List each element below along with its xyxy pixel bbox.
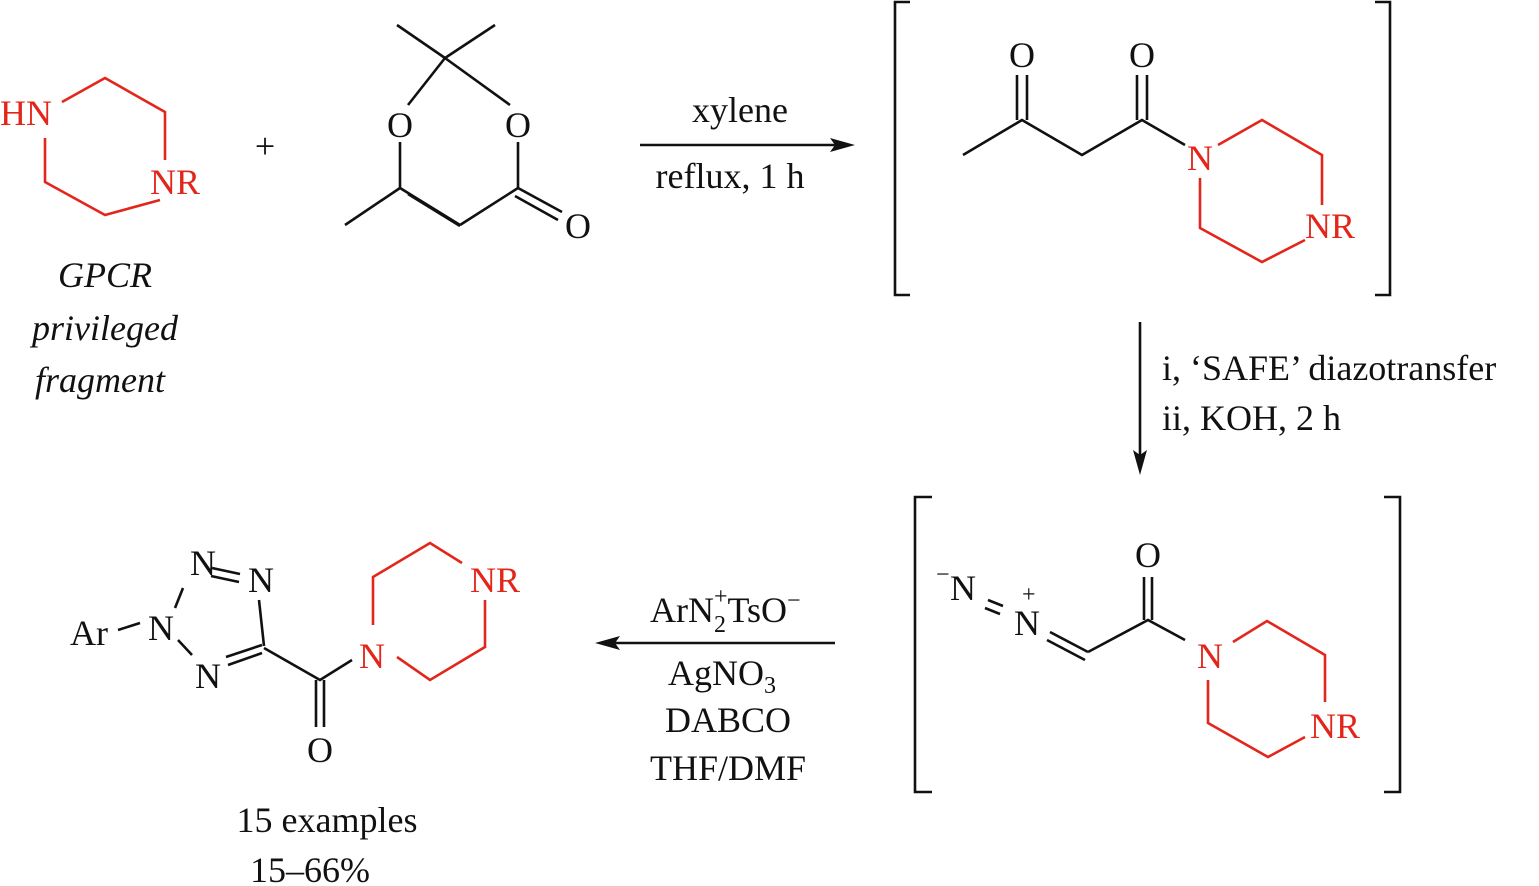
examples-count: 15 examples — [237, 800, 418, 840]
n-label: N — [1197, 636, 1223, 676]
intermediate-2: − N + N O N NR — [913, 495, 1402, 794]
n-label: N — [195, 656, 221, 696]
hn-label: HN — [0, 93, 52, 133]
o-label: O — [387, 105, 413, 145]
fragment-label-3: fragment — [35, 360, 166, 400]
reagent-silver-nitrate: AgNO3 — [668, 653, 776, 699]
n-label: N — [1014, 603, 1040, 643]
plus-charge: + — [1022, 582, 1036, 608]
nr-label: NR — [470, 560, 520, 600]
o-label: O — [1129, 35, 1155, 75]
step3-arrow: ArN2+TsO− AgNO3 DABCO THF/DMF — [595, 584, 835, 788]
step1-condition-below: reflux, 1 h — [656, 156, 805, 196]
fragment-label-2: privileged — [29, 308, 179, 348]
dioxinone-reactant: O O O — [344, 23, 591, 246]
reagent-solvent: THF/DMF — [650, 748, 806, 788]
nr-label: NR — [1310, 706, 1360, 746]
nr-label: NR — [150, 162, 200, 202]
nr-label: NR — [1305, 206, 1355, 246]
n-label: N — [1187, 138, 1213, 178]
n-label: N — [950, 568, 976, 608]
o-label: O — [1135, 535, 1161, 575]
ar-label: Ar — [70, 613, 108, 653]
step1-arrow: xylene reflux, 1 h — [640, 90, 855, 196]
step1-condition-above: xylene — [692, 90, 788, 130]
o-label: O — [565, 206, 591, 246]
fragment-label-1: GPCR — [58, 255, 152, 295]
piperazine-reactant: HN NR GPCR privileged fragment — [0, 76, 200, 400]
yield-range: 15–66% — [250, 850, 370, 886]
intermediate-1: O O N NR — [893, 0, 1392, 297]
n-label: N — [359, 636, 385, 676]
reagent-dabco: DABCO — [665, 700, 791, 740]
n-label: N — [148, 608, 174, 648]
o-label: O — [307, 730, 333, 770]
minus-charge: − — [936, 562, 950, 588]
step2-condition-1: i, ‘SAFE’ diazotransfer — [1162, 348, 1496, 388]
o-label: O — [1009, 35, 1035, 75]
n-label: N — [248, 560, 274, 600]
plus-sign: + — [255, 126, 275, 166]
tetrazole-product: Ar N N N N O N NR 15 examples 15–66% — [70, 541, 520, 886]
o-label: O — [505, 105, 531, 145]
step2-arrow: i, ‘SAFE’ diazotransfer ii, KOH, 2 h — [1133, 322, 1496, 475]
step2-condition-2: ii, KOH, 2 h — [1162, 398, 1341, 438]
reagent-aryldiazonium: ArN2+TsO− — [650, 584, 801, 638]
